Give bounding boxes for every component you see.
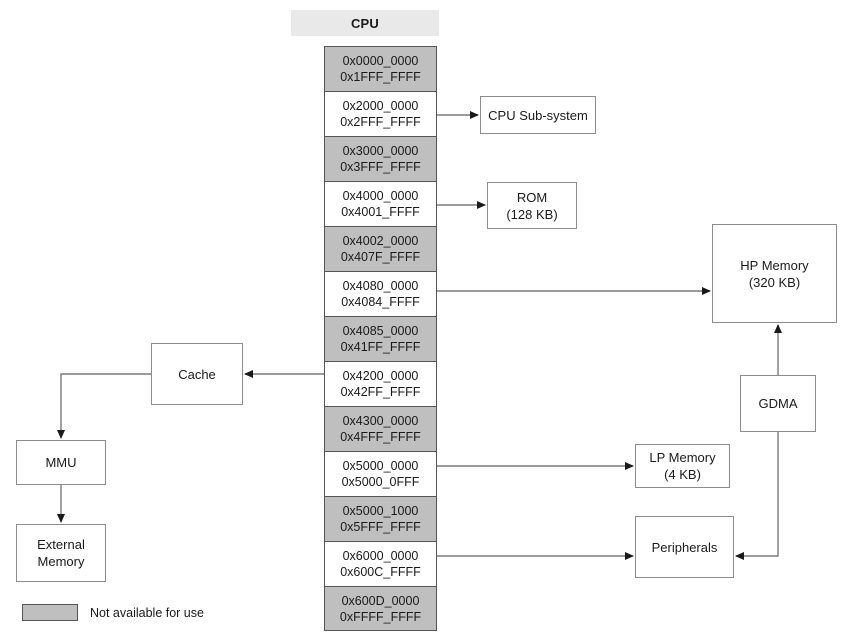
- block-cache-label: Cache: [178, 366, 216, 382]
- memory-row[interactable]: 0x6000_0000 0x600C_FFFF: [324, 541, 437, 586]
- memory-row-end: 0x4001_FFFF: [341, 205, 420, 219]
- memory-row-start: 0x4200_0000: [342, 369, 419, 383]
- legend: Not available for use: [22, 604, 204, 621]
- memory-row-start: 0x4080_0000: [342, 279, 419, 293]
- memory-row-start: 0x4085_0000: [342, 324, 419, 338]
- memory-row-end: 0x3FFF_FFFF: [340, 160, 421, 174]
- block-lp-memory-label: LP Memory: [649, 450, 716, 465]
- block-mmu[interactable]: MMU: [16, 440, 106, 485]
- block-hp-memory-label: HP Memory: [740, 257, 809, 273]
- block-cpu-subsystem-label: CPU Sub-system: [488, 107, 588, 123]
- block-lp-memory-sublabel: (4 KB): [664, 467, 701, 482]
- block-gdma-label: GDMA: [758, 396, 798, 411]
- block-lp-memory[interactable]: LP Memory (4 KB): [635, 444, 730, 488]
- memory-row-start: 0x0000_0000: [342, 54, 419, 68]
- memory-row[interactable]: 0x2000_0000 0x2FFF_FFFF: [324, 91, 437, 136]
- memory-row-start: 0x5000_1000: [342, 504, 419, 518]
- block-external-memory[interactable]: External Memory: [16, 524, 106, 582]
- memory-row[interactable]: 0x0000_0000 0x1FFF_FFFF: [324, 46, 437, 91]
- block-hp-memory[interactable]: HP Memory (320 KB): [712, 224, 837, 323]
- memory-row[interactable]: 0x4080_0000 0x4084_FFFF: [324, 271, 437, 316]
- memory-row[interactable]: 0x4002_0000 0x407F_FFFF: [324, 226, 437, 271]
- memory-row-start: 0x5000_0000: [342, 459, 419, 473]
- memory-row-end: 0x407F_FFFF: [340, 250, 421, 264]
- memory-row-end: 0xFFFF_FFFF: [339, 609, 422, 624]
- memory-row[interactable]: 0x5000_1000 0x5FFF_FFFF: [324, 496, 437, 541]
- memory-row-end: 0x4FFF_FFFF: [340, 430, 421, 444]
- memory-row-start: 0x4002_0000: [342, 234, 419, 248]
- block-peripherals[interactable]: Peripherals: [635, 516, 734, 578]
- memory-row[interactable]: 0x3000_0000 0x3FFF_FFFF: [324, 136, 437, 181]
- legend-swatch-unavailable: [22, 604, 78, 621]
- block-cpu-subsystem[interactable]: CPU Sub-system: [480, 96, 596, 134]
- block-cache[interactable]: Cache: [151, 343, 243, 405]
- cpu-header-label: CPU: [350, 15, 380, 31]
- block-rom-label: ROM: [516, 189, 548, 205]
- memory-row-start: 0x4000_0000: [342, 189, 419, 203]
- memory-row[interactable]: 0x4200_0000 0x42FF_FFFF: [324, 361, 437, 406]
- memory-row-end: 0x5FFF_FFFF: [340, 520, 421, 534]
- memory-row-start: 0x2000_0000: [342, 99, 419, 113]
- memory-row-start: 0x3000_0000: [342, 144, 419, 158]
- legend-label: Not available for use: [90, 605, 204, 620]
- block-rom[interactable]: ROM (128 KB): [487, 182, 577, 229]
- memory-row-end: 0x600C_FFFF: [340, 565, 421, 579]
- memory-row[interactable]: 0x4300_0000 0x4FFF_FFFF: [324, 406, 437, 451]
- block-external-memory-label: External: [37, 537, 85, 552]
- memory-row-start: 0x600D_0000: [341, 593, 420, 608]
- cpu-address-map-column: 0x0000_0000 0x1FFF_FFFF 0x2000_0000 0x2FFF_…: [324, 46, 437, 631]
- block-gdma[interactable]: GDMA: [740, 375, 816, 432]
- cpu-header: CPU: [291, 10, 439, 36]
- connector-gdma-peripherals: [735, 432, 779, 560]
- memory-row-end: 0x4084_FFFF: [341, 295, 420, 309]
- memory-row-end: 0x5000_0FFF: [341, 475, 420, 489]
- memory-row-end: 0x2FFF_FFFF: [340, 115, 421, 129]
- block-hp-memory-sublabel: (320 KB): [748, 274, 801, 290]
- memory-row[interactable]: 0x4085_0000 0x41FF_FFFF: [324, 316, 437, 361]
- memory-row[interactable]: 0x5000_0000 0x5000_0FFF: [324, 451, 437, 496]
- memory-row[interactable]: 0x4000_0000 0x4001_FFFF: [324, 181, 437, 226]
- block-external-memory-sublabel: Memory: [37, 554, 85, 569]
- memory-row-end: 0x1FFF_FFFF: [340, 70, 421, 84]
- block-peripherals-label: Peripherals: [651, 539, 718, 555]
- memory-row-start: 0x6000_0000: [342, 549, 419, 563]
- memory-row-end: 0x41FF_FFFF: [340, 340, 421, 354]
- block-rom-sublabel: (128 KB): [506, 206, 558, 222]
- block-mmu-label: MMU: [45, 455, 77, 470]
- memory-row-start: 0x4300_0000: [342, 414, 419, 428]
- memory-row-end: 0x42FF_FFFF: [340, 385, 421, 399]
